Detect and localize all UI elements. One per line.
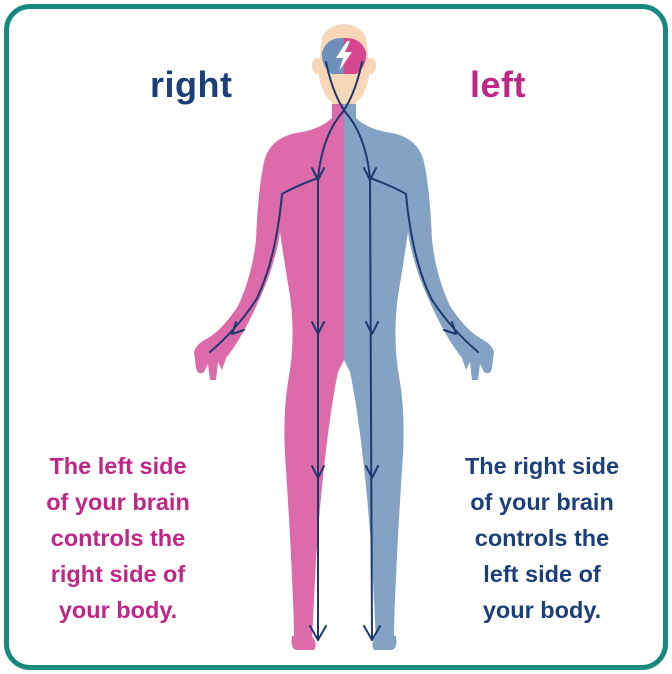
- label-left: left: [470, 64, 526, 106]
- left-foot: [372, 636, 396, 650]
- caption-line: your body.: [3, 592, 233, 628]
- caption-line: The right side: [427, 448, 657, 484]
- caption-line: of your brain: [3, 484, 233, 520]
- caption-left-brain: The left side of your brain controls the…: [3, 448, 233, 628]
- brain-icon: [322, 38, 366, 74]
- right-foot: [292, 636, 316, 650]
- label-right: right: [150, 64, 232, 106]
- caption-line: right side of: [3, 556, 233, 592]
- caption-line: controls the: [3, 520, 233, 556]
- caption-line: left side of: [427, 556, 657, 592]
- caption-line: The left side: [3, 448, 233, 484]
- caption-line: of your brain: [427, 484, 657, 520]
- caption-line: your body.: [427, 592, 657, 628]
- caption-line: controls the: [427, 520, 657, 556]
- caption-right-brain: The right side of your brain controls th…: [427, 448, 657, 628]
